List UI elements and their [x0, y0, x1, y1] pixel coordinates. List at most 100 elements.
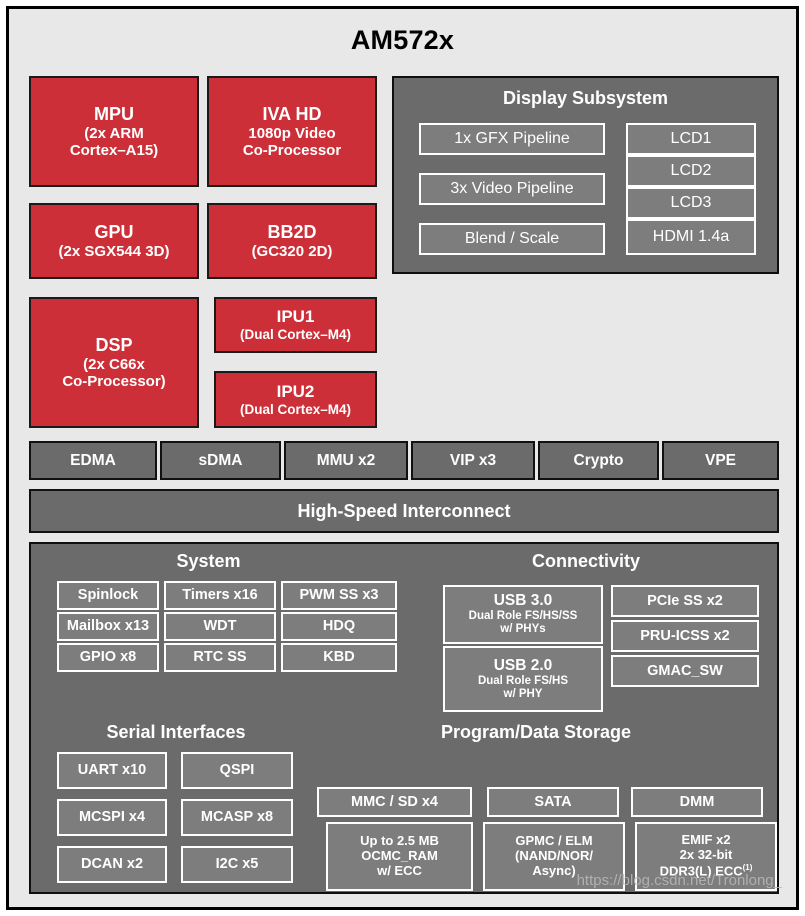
display-blend-scale-label: Blend / Scale — [464, 229, 560, 247]
system-title: System — [176, 551, 241, 571]
block-emif[interactable]: EMIF x2 2x 32-bit DDR3(L) ECC(1) — [635, 822, 777, 891]
display-blend-scale[interactable]: Blend / Scale — [419, 223, 605, 255]
panel-peripherals: System Spinlock Timers x16 PWM SS x3 Mai… — [29, 542, 779, 894]
block-usb30-line2: Dual Role FS/HS/SS — [468, 610, 578, 623]
connectivity-title: Connectivity — [531, 551, 641, 571]
block-iva-hd[interactable]: IVA HD 1080p Video Co-Processor — [207, 76, 377, 187]
display-subsystem-title: Display Subsystem — [502, 88, 669, 108]
block-emif-line2: 2x 32-bit — [679, 847, 733, 863]
block-dcan[interactable]: DCAN x2 — [57, 846, 167, 883]
block-mcasp-label: MCASP x8 — [200, 809, 274, 826]
block-bb2d-title: BB2D — [267, 221, 317, 242]
block-vip[interactable]: VIP x3 — [411, 441, 535, 480]
block-ipu1-title: IPU1 — [276, 307, 315, 327]
display-pipeline-gfx[interactable]: 1x GFX Pipeline — [419, 123, 605, 155]
block-iva-hd-sub2: Co-Processor — [242, 141, 342, 159]
block-timers[interactable]: Timers x16 — [164, 581, 276, 610]
block-qspi-label: QSPI — [219, 762, 255, 779]
block-gpmc-elm[interactable]: GPMC / ELM (NAND/NOR/ Async) — [483, 822, 625, 891]
block-dsp-sub2: Co-Processor) — [62, 372, 166, 390]
block-ipu2-title: IPU2 — [276, 381, 315, 401]
block-wdt[interactable]: WDT — [164, 612, 276, 641]
block-ipu1[interactable]: IPU1 (Dual Cortex–M4) — [214, 297, 377, 353]
block-dmm[interactable]: DMM — [631, 787, 763, 817]
block-usb20-line1: USB 2.0 — [493, 656, 553, 674]
block-sata[interactable]: SATA — [487, 787, 619, 817]
display-output-lcd2-label: LCD2 — [670, 161, 712, 179]
block-timers-label: Timers x16 — [182, 587, 258, 604]
block-gmac-sw-label: GMAC_SW — [647, 662, 723, 679]
display-output-hdmi-label: HDMI 1.4a — [652, 227, 730, 245]
block-mpu-sub1: (2x ARM — [84, 124, 144, 142]
block-ipu1-sub1: (Dual Cortex–M4) — [239, 327, 352, 343]
block-sdma[interactable]: sDMA — [160, 441, 281, 480]
block-edma[interactable]: EDMA — [29, 441, 157, 480]
block-mpu-title: MPU — [94, 103, 134, 124]
block-usb30[interactable]: USB 3.0 Dual Role FS/HS/SS w/ PHYs — [443, 585, 603, 644]
block-pwm-ss[interactable]: PWM SS x3 — [281, 581, 397, 610]
panel-display-subsystem: Display Subsystem 1x GFX Pipeline 3x Vid… — [392, 76, 779, 274]
block-ocmc-ram-line3: w/ ECC — [377, 862, 422, 878]
display-output-lcd3-label: LCD3 — [670, 193, 712, 211]
block-crypto[interactable]: Crypto — [538, 441, 659, 480]
block-crypto-label: Crypto — [573, 451, 624, 469]
block-qspi[interactable]: QSPI — [181, 752, 293, 789]
block-mailbox[interactable]: Mailbox x13 — [57, 612, 159, 641]
block-wdt-label: WDT — [203, 618, 237, 635]
block-gpio-label: GPIO x8 — [79, 649, 137, 666]
block-emif-line3-text: DDR3(L) ECC — [659, 863, 743, 879]
block-vpe-label: VPE — [704, 451, 736, 469]
block-gpio[interactable]: GPIO x8 — [57, 643, 159, 672]
block-pru-icss-label: PRU-ICSS x2 — [640, 627, 730, 644]
display-output-lcd1[interactable]: LCD1 — [626, 123, 756, 155]
block-mcspi-label: MCSPI x4 — [78, 809, 146, 826]
block-high-speed-interconnect[interactable]: High-Speed Interconnect — [29, 489, 779, 533]
block-i2c[interactable]: I2C x5 — [181, 846, 293, 883]
display-output-lcd1-label: LCD1 — [670, 129, 712, 147]
display-output-lcd3[interactable]: LCD3 — [626, 187, 756, 219]
display-output-hdmi[interactable]: HDMI 1.4a — [626, 219, 756, 255]
block-sata-label: SATA — [534, 793, 572, 810]
block-mailbox-label: Mailbox x13 — [66, 618, 150, 635]
block-mcspi[interactable]: MCSPI x4 — [57, 799, 167, 836]
block-gpmc-elm-line3: Async) — [532, 862, 576, 878]
block-uart[interactable]: UART x10 — [57, 752, 167, 789]
block-pru-icss[interactable]: PRU-ICSS x2 — [611, 620, 759, 652]
block-ipu2[interactable]: IPU2 (Dual Cortex–M4) — [214, 371, 377, 428]
block-mcasp[interactable]: MCASP x8 — [181, 799, 293, 836]
display-output-lcd2[interactable]: LCD2 — [626, 155, 756, 187]
block-pcie-ss-label: PCIe SS x2 — [647, 592, 723, 609]
block-kbd-label: KBD — [323, 649, 355, 666]
page-title: AM572x — [350, 25, 455, 55]
block-dsp[interactable]: DSP (2x C66x Co-Processor) — [29, 297, 199, 428]
block-gmac-sw[interactable]: GMAC_SW — [611, 655, 759, 687]
block-spinlock[interactable]: Spinlock — [57, 581, 159, 610]
block-gpmc-elm-line2: (NAND/NOR/ — [515, 848, 593, 864]
block-mpu[interactable]: MPU (2x ARM Cortex–A15) — [29, 76, 199, 187]
block-kbd[interactable]: KBD — [281, 643, 397, 672]
block-bb2d[interactable]: BB2D (GC320 2D) — [207, 203, 377, 279]
block-usb30-line3: w/ PHYs — [500, 623, 546, 636]
block-mmc-sd[interactable]: MMC / SD x4 — [317, 787, 472, 817]
block-pcie-ss[interactable]: PCIe SS x2 — [611, 585, 759, 617]
soc-diagram-frame: AM572x MPU (2x ARM Cortex–A15) IVA HD 10… — [6, 6, 799, 910]
display-pipeline-video[interactable]: 3x Video Pipeline — [419, 173, 605, 205]
interconnect-label: High-Speed Interconnect — [297, 500, 511, 521]
block-ocmc-ram-line2: OCMC_RAM — [361, 848, 438, 864]
block-usb20[interactable]: USB 2.0 Dual Role FS/HS w/ PHY — [443, 646, 603, 712]
block-dmm-label: DMM — [679, 793, 715, 810]
block-mmu[interactable]: MMU x2 — [284, 441, 408, 480]
display-pipeline-gfx-label: 1x GFX Pipeline — [454, 129, 570, 147]
block-iva-hd-sub1: 1080p Video — [248, 124, 336, 142]
block-dsp-title: DSP — [95, 334, 133, 355]
block-hdq[interactable]: HDQ — [281, 612, 397, 641]
block-rtc-ss[interactable]: RTC SS — [164, 643, 276, 672]
block-gpu[interactable]: GPU (2x SGX544 3D) — [29, 203, 199, 279]
block-ipu2-sub1: (Dual Cortex–M4) — [239, 401, 352, 417]
block-pwm-ss-label: PWM SS x3 — [299, 587, 379, 604]
block-ocmc-ram-line1: Up to 2.5 MB — [360, 833, 439, 849]
block-mpu-sub2: Cortex–A15) — [69, 141, 159, 159]
block-ocmc-ram[interactable]: Up to 2.5 MB OCMC_RAM w/ ECC — [326, 822, 473, 891]
block-vpe[interactable]: VPE — [662, 441, 779, 480]
block-iva-hd-title: IVA HD — [262, 103, 322, 124]
